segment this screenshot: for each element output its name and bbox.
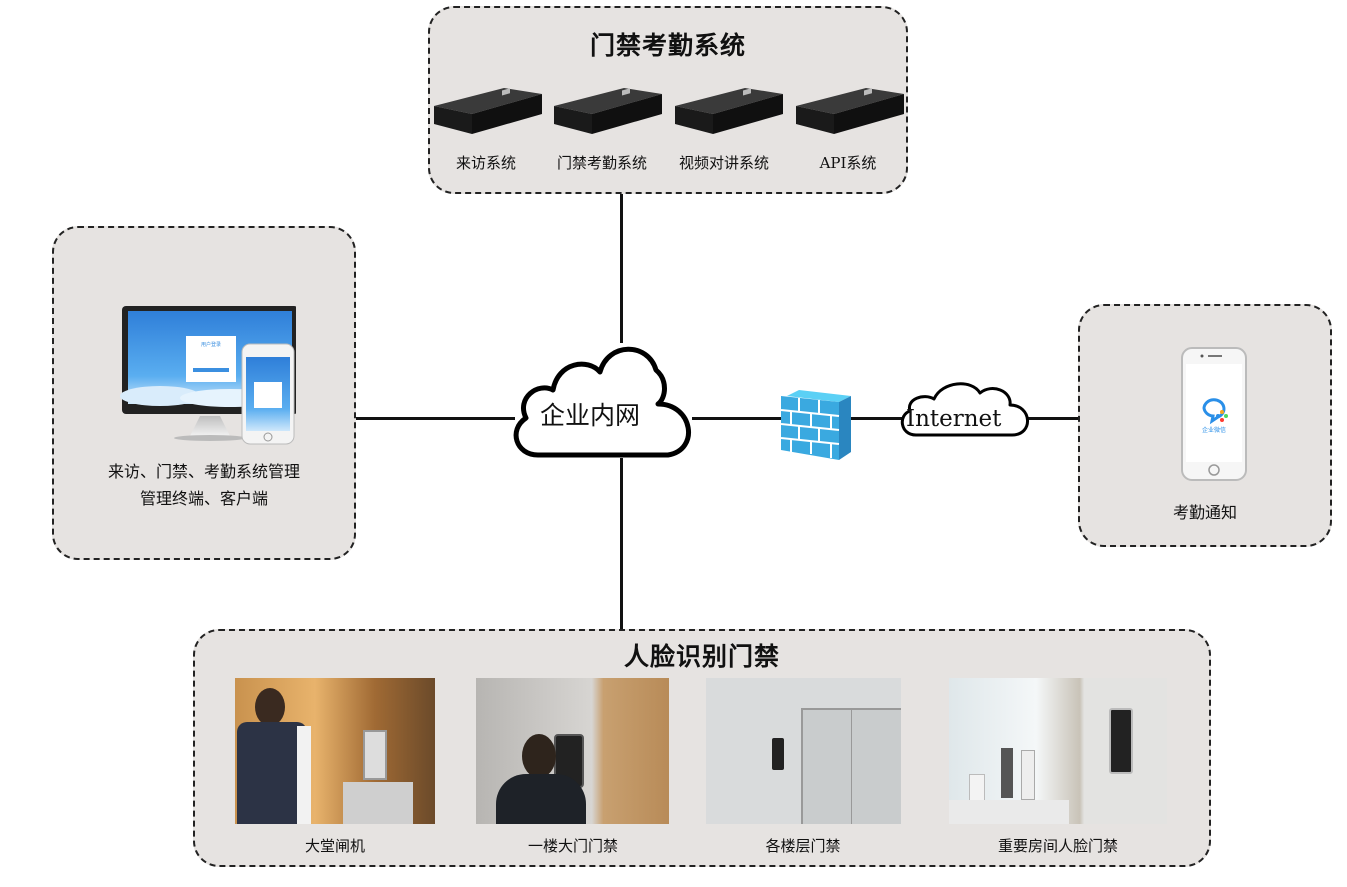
- management-label-line2: 管理终端、客户端: [139, 489, 268, 508]
- server-icon: [554, 88, 662, 134]
- svg-text:用户登录: 用户登录: [201, 341, 221, 348]
- server-label: 视频对讲系统: [678, 154, 769, 172]
- intranet-label: 企业内网: [540, 401, 641, 430]
- internet-cloud-icon: [900, 382, 1029, 437]
- monitor-and-phone-icon: 用户登录: [120, 306, 296, 445]
- link-internet: [850, 417, 902, 420]
- management-label-line1: 来访、门禁、考勤系统管理: [107, 462, 300, 481]
- link-right: [1028, 417, 1080, 420]
- panel-title: 门禁考勤系统: [589, 31, 746, 60]
- face-recognition-panel: 人脸识别门禁 大堂闸机 一楼大门门禁 各楼层门禁 重要房间人脸门禁: [193, 629, 1211, 867]
- attendance-notification-panel: 企业微信 考勤通知: [1078, 304, 1332, 547]
- link-bottom: [620, 458, 623, 630]
- link-left: [355, 417, 515, 420]
- intranet-cloud-icon: [513, 346, 691, 458]
- server-label: 门禁考勤系统: [556, 154, 647, 172]
- face-access-label: 一楼大门门禁: [527, 837, 618, 855]
- main-entrance-photo: [476, 678, 669, 824]
- server-icon: [434, 88, 542, 134]
- server-icon: [796, 88, 904, 134]
- panel-title: 人脸识别门禁: [623, 642, 780, 671]
- server-label: 来访系统: [455, 154, 516, 172]
- link-top: [620, 193, 623, 343]
- svg-text:企业微信: 企业微信: [1202, 426, 1226, 434]
- lobby-gate-photo: [235, 678, 435, 824]
- face-access-label: 重要房间人脸门禁: [997, 837, 1118, 855]
- internet-label: Internet: [906, 406, 1002, 432]
- phone-icon: 企业微信: [1181, 347, 1247, 481]
- link-firewall: [692, 417, 782, 420]
- face-access-label: 各楼层门禁: [765, 837, 841, 855]
- floor-door-photo: [706, 678, 901, 824]
- server-label: API系统: [819, 154, 877, 172]
- face-access-label: 大堂闸机: [304, 837, 365, 855]
- important-room-photo: [949, 678, 1167, 824]
- server-icon: [675, 88, 783, 134]
- management-terminal-panel: 用户登录 来访、门禁、考勤系统管理 管理终端、客户端: [52, 226, 356, 560]
- firewall-icon: [780, 390, 851, 460]
- attendance-notification-label: 考勤通知: [1172, 503, 1237, 522]
